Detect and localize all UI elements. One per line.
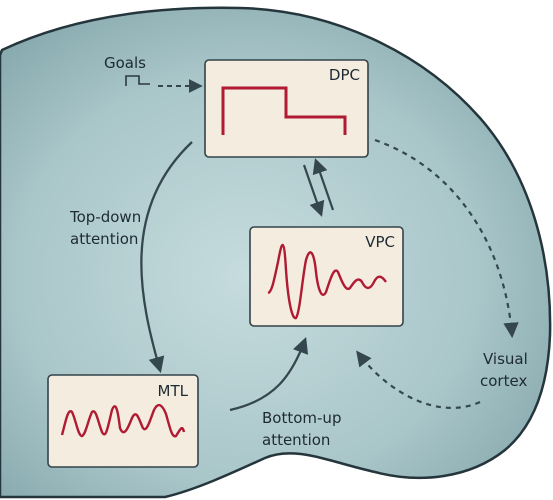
goals-label: Goals bbox=[104, 54, 146, 72]
bottom-up-arrow bbox=[229, 336, 309, 412]
top-down-arrow bbox=[140, 141, 193, 374]
vpc-box: VPC bbox=[249, 226, 404, 327]
dpc-to-vpc-arrow bbox=[302, 164, 325, 217]
dpc-signal bbox=[221, 86, 347, 135]
bottom-up-label-line2: attention bbox=[262, 431, 330, 449]
top-down-label-line2: attention bbox=[70, 230, 138, 248]
vpc-label: VPC bbox=[365, 233, 395, 251]
visual-cortex-label-line1: Visual bbox=[483, 350, 528, 368]
vpc-to-dpc-arrow bbox=[312, 158, 335, 211]
vpc-signal bbox=[267, 243, 387, 320]
visual-cortex-label-line2: cortex bbox=[480, 372, 527, 390]
bottom-up-label-line1: Bottom-up bbox=[262, 409, 341, 427]
mtl-box: MTL bbox=[47, 374, 199, 468]
dpc-to-visual-arrow bbox=[374, 138, 519, 339]
dpc-label: DPC bbox=[329, 66, 360, 84]
mtl-label: MTL bbox=[158, 382, 189, 400]
top-down-label-line1: Top-down bbox=[69, 208, 141, 226]
dpc-box: DPC bbox=[204, 59, 369, 158]
mtl-signal bbox=[60, 403, 186, 438]
goals-step-icon bbox=[125, 75, 150, 86]
visual-to-vpc-arrow bbox=[356, 350, 481, 410]
